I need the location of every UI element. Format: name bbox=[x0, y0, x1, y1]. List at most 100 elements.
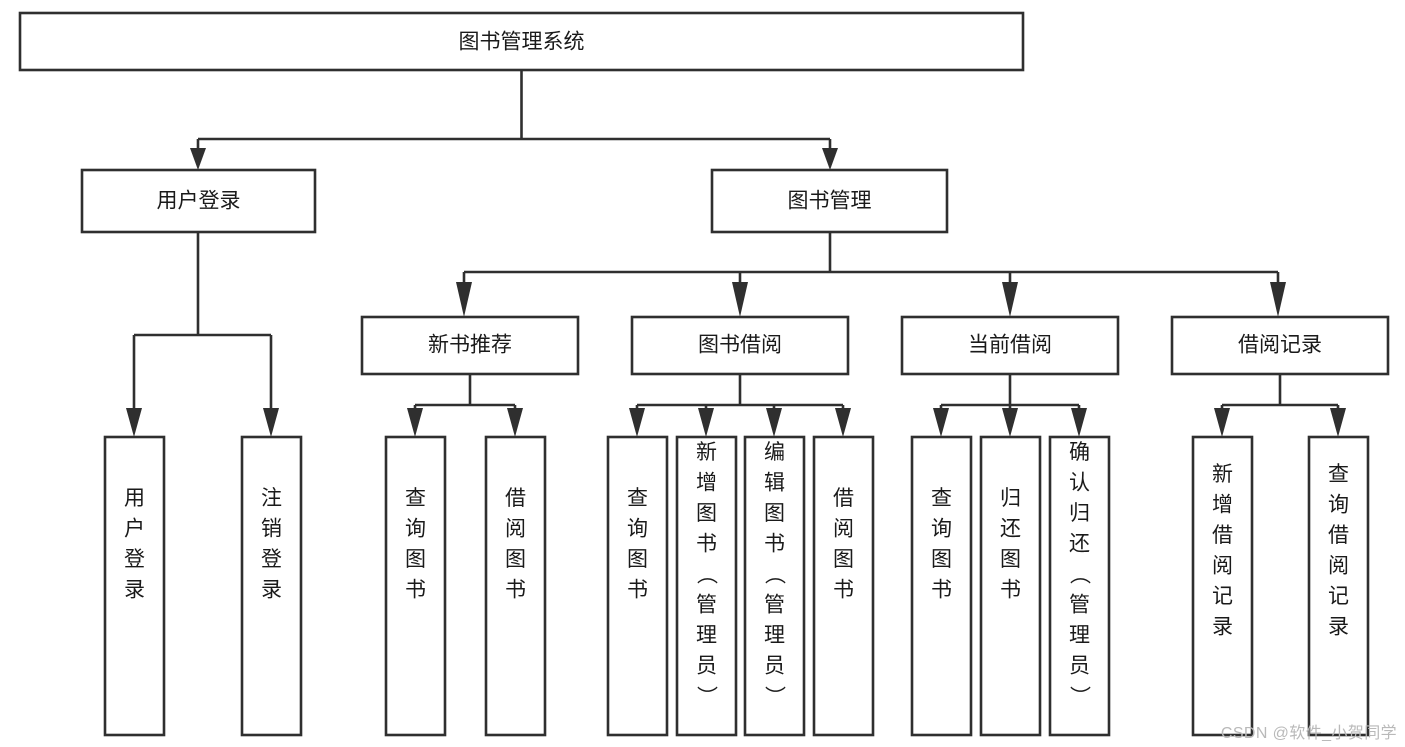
svg-text:书: 书 bbox=[1000, 579, 1021, 602]
node-root-label: 图书管理系统 bbox=[459, 31, 585, 54]
node-new-book-recommend-box[interactable] bbox=[360, 315, 580, 376]
node-user-login[interactable]: 用户登录 bbox=[80, 168, 317, 234]
node-leaf-confirm-return-admin-box[interactable] bbox=[1048, 435, 1111, 737]
arrow-head-leaf-add-book-admin bbox=[698, 408, 714, 437]
svg-text:确: 确 bbox=[1069, 441, 1090, 464]
node-current-borrow-box[interactable] bbox=[900, 315, 1120, 376]
node-borrow-record-label: 借阅记录 bbox=[1238, 334, 1322, 357]
node-current-borrow[interactable]: 当前借阅 bbox=[900, 315, 1120, 376]
arrow-head-new-book-recommend bbox=[456, 282, 472, 317]
arrow-head-leaf-borrow-book-2 bbox=[835, 408, 851, 437]
node-leaf-add-book-admin-box[interactable] bbox=[675, 435, 738, 737]
svg-text:理: 理 bbox=[764, 624, 785, 647]
svg-text:编: 编 bbox=[764, 441, 785, 464]
arrow-head-leaf-confirm-return-admin bbox=[1071, 408, 1087, 437]
node-leaf-logout-login-box[interactable] bbox=[240, 435, 303, 737]
svg-text:员: 员 bbox=[764, 655, 785, 678]
arrow-head-book-management bbox=[822, 148, 838, 170]
node-book-management-box[interactable] bbox=[710, 168, 949, 234]
node-book-borrow-label: 图书借阅 bbox=[698, 334, 782, 357]
svg-text:书: 书 bbox=[833, 579, 854, 602]
arrow-head-leaf-add-borrow-record bbox=[1214, 408, 1230, 437]
svg-text:销: 销 bbox=[261, 518, 282, 541]
svg-text:书: 书 bbox=[696, 533, 717, 556]
node-leaf-return-book-box[interactable] bbox=[979, 435, 1042, 737]
svg-text:录: 录 bbox=[261, 579, 282, 602]
svg-text:查: 查 bbox=[931, 487, 952, 510]
node-leaf-borrow-book-2-box[interactable] bbox=[812, 435, 875, 737]
svg-text:）: ） bbox=[695, 686, 718, 707]
svg-text:书: 书 bbox=[627, 579, 648, 602]
svg-text:查: 查 bbox=[627, 487, 648, 510]
svg-text:书: 书 bbox=[405, 579, 426, 602]
svg-text:（: （ bbox=[763, 564, 786, 585]
node-leaf-user-login-box[interactable] bbox=[103, 435, 166, 737]
node-user-login-box[interactable] bbox=[80, 168, 317, 234]
node-new-book-recommend[interactable]: 新书推荐 bbox=[360, 315, 580, 376]
node-book-borrow[interactable]: 图书借阅 bbox=[630, 315, 850, 376]
node-book-management[interactable]: 图书管理 bbox=[710, 168, 949, 234]
node-borrow-record[interactable]: 借阅记录 bbox=[1170, 315, 1390, 376]
arrow-head-leaf-logout-login bbox=[263, 408, 279, 437]
arrow-head-leaf-edit-book-admin bbox=[766, 408, 782, 437]
arrow-head-user-login bbox=[190, 148, 206, 170]
svg-text:询: 询 bbox=[1328, 494, 1349, 517]
arrow-head-leaf-query-book-3 bbox=[933, 408, 949, 437]
svg-text:书: 书 bbox=[505, 579, 526, 602]
svg-text:认: 认 bbox=[1069, 472, 1090, 495]
svg-text:用: 用 bbox=[124, 487, 145, 510]
node-book-borrow-box[interactable] bbox=[630, 315, 850, 376]
svg-text:查: 查 bbox=[405, 487, 426, 510]
node-leaf-user-login[interactable]: 用户登录 bbox=[103, 435, 166, 737]
arrow-head-borrow-record bbox=[1270, 282, 1286, 317]
arrow-head-leaf-user-login bbox=[126, 408, 142, 437]
svg-text:图: 图 bbox=[1000, 548, 1021, 571]
svg-text:录: 录 bbox=[1212, 616, 1233, 639]
node-borrow-record-box[interactable] bbox=[1170, 315, 1390, 376]
node-leaf-add-borrow-record-box[interactable] bbox=[1191, 435, 1254, 737]
node-leaf-query-book-1-box[interactable] bbox=[384, 435, 447, 737]
svg-text:管: 管 bbox=[764, 594, 785, 617]
node-leaf-edit-book-admin-box[interactable] bbox=[743, 435, 806, 737]
node-root[interactable]: 图书管理系统 bbox=[18, 11, 1025, 72]
arrow-head-leaf-query-book-1 bbox=[407, 408, 423, 437]
svg-text:登: 登 bbox=[261, 548, 282, 571]
node-leaf-query-borrow-record-box[interactable] bbox=[1307, 435, 1370, 737]
node-leaf-user-login-label: 用户登录 bbox=[124, 487, 145, 602]
node-root-box[interactable] bbox=[18, 11, 1025, 72]
svg-text:管: 管 bbox=[696, 594, 717, 617]
node-leaf-query-book-3-box[interactable] bbox=[910, 435, 973, 737]
node-leaf-query-book-2-box[interactable] bbox=[606, 435, 669, 737]
svg-text:还: 还 bbox=[1000, 518, 1021, 541]
svg-text:员: 员 bbox=[1069, 655, 1090, 678]
arrow-head-book-borrow bbox=[732, 282, 748, 317]
node-leaf-borrow-book-1-box[interactable] bbox=[484, 435, 547, 737]
svg-text:新: 新 bbox=[1212, 463, 1233, 486]
svg-text:询: 询 bbox=[627, 518, 648, 541]
node-book-management-label: 图书管理 bbox=[788, 190, 872, 213]
svg-text:书: 书 bbox=[764, 533, 785, 556]
svg-text:管: 管 bbox=[1069, 594, 1090, 617]
svg-text:增: 增 bbox=[696, 472, 717, 495]
